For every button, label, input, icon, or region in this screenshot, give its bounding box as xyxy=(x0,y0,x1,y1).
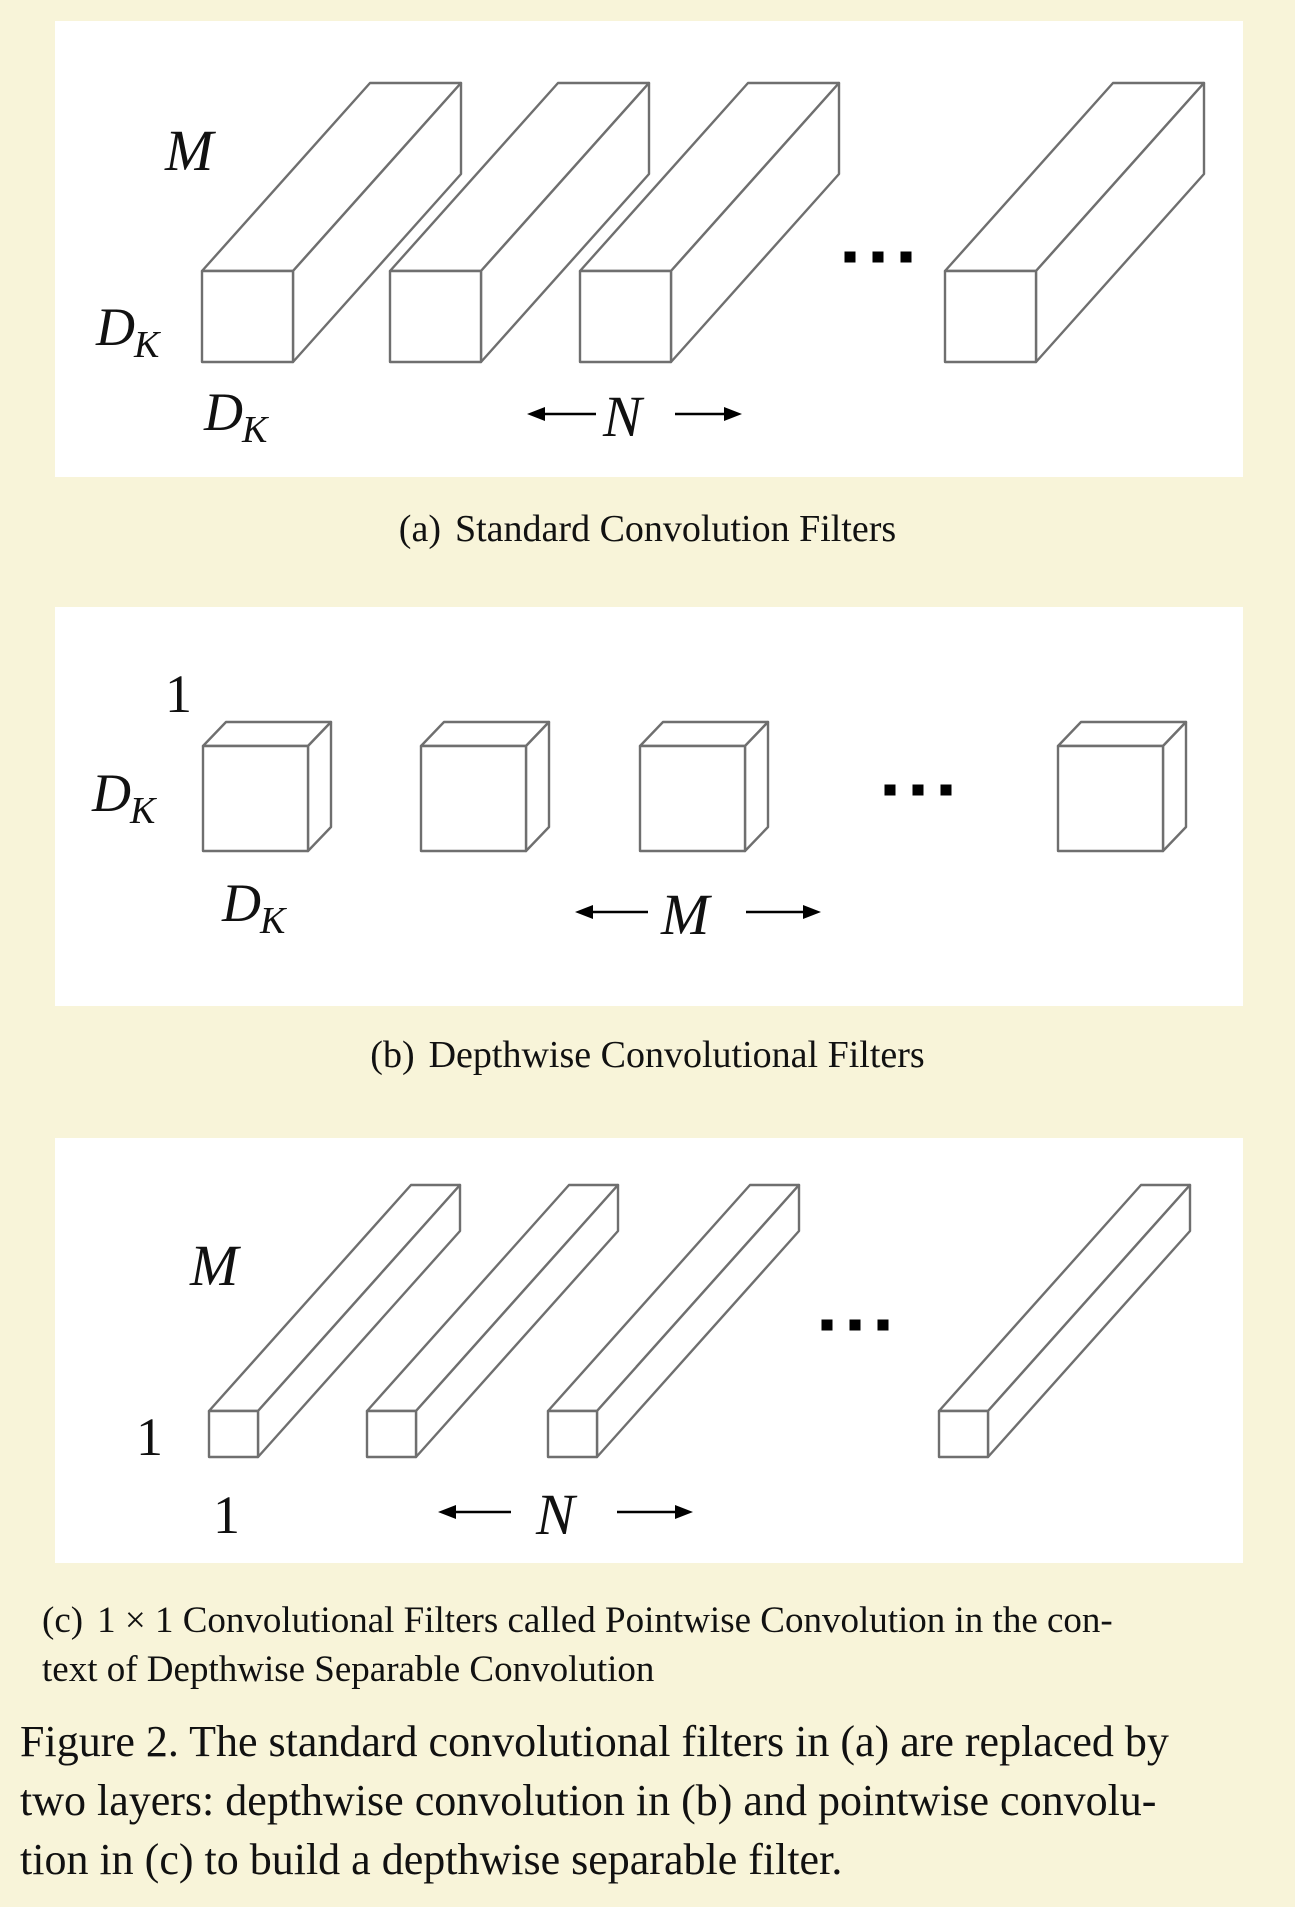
prism-front-face xyxy=(937,1409,990,1459)
panel-a-ellipsis xyxy=(844,251,912,263)
panel-a-filter xyxy=(578,81,841,364)
svg-text:M: M xyxy=(660,882,712,947)
svg-text:D: D xyxy=(91,763,131,823)
panel-b-count-arrow: M xyxy=(575,882,821,947)
subcaption-line: (c)1 × 1 Convolutional Filters called Po… xyxy=(42,1600,1113,1641)
panel-c-filter xyxy=(937,1183,1192,1459)
prism-front-face xyxy=(200,269,295,364)
subcaption-text: Depthwise Convolutional Filters xyxy=(428,1034,925,1076)
ellipsis-dot xyxy=(844,251,856,263)
arrow-right-icon xyxy=(675,1505,693,1519)
svg-text:K: K xyxy=(241,409,269,451)
arrow-right-icon xyxy=(803,905,821,919)
prism-front-face xyxy=(207,1409,260,1459)
subcaption-c: (c)1 × 1 Convolutional Filters called Po… xyxy=(42,1596,1257,1694)
ellipsis-dot xyxy=(940,784,952,796)
prism-side-face xyxy=(743,720,770,853)
figure-caption-line: tion in (c) to build a depthwise separab… xyxy=(20,1835,843,1884)
subcaption-line: text of Depthwise Separable Convolution xyxy=(42,1649,655,1690)
prism-side-face xyxy=(1161,720,1188,853)
svg-text:K: K xyxy=(129,790,157,832)
prism-front-face xyxy=(201,744,310,853)
ellipsis-dot xyxy=(912,784,924,796)
ellipsis-dot xyxy=(872,251,884,263)
svg-text:K: K xyxy=(133,324,161,366)
prism-front-face xyxy=(546,1409,599,1459)
panel-a-filter xyxy=(200,81,463,364)
ellipsis-dot xyxy=(884,784,896,796)
prism-top-face xyxy=(937,1183,1192,1413)
figure-caption: Figure 2. The standard convolutional fil… xyxy=(20,1712,1280,1889)
arrow-left-icon xyxy=(575,905,593,919)
panel-b-depth-label: 1 xyxy=(165,664,192,724)
prism-front-face xyxy=(388,269,483,364)
panel-c-count-arrow: N xyxy=(438,1482,693,1547)
panel-c-filter xyxy=(546,1183,801,1459)
panel-b-filter xyxy=(419,720,551,853)
ellipsis-dot xyxy=(900,251,912,263)
panel-a-depth-label: M xyxy=(164,118,216,183)
panel-b-filter xyxy=(638,720,770,853)
prism-front-face xyxy=(638,744,747,853)
arrow-left-icon xyxy=(438,1505,456,1519)
ellipsis-dot xyxy=(877,1319,889,1331)
panel-a-width-label: D K xyxy=(203,382,269,451)
svg-text:K: K xyxy=(259,900,287,942)
svg-text:N: N xyxy=(602,384,645,449)
subcaption-tag: (b) xyxy=(370,1034,415,1076)
prism-front-face xyxy=(365,1409,418,1459)
svg-text:D: D xyxy=(95,297,135,357)
subcaption-tag: (c) xyxy=(42,1600,84,1641)
panel-a-filter xyxy=(943,81,1206,364)
panel-c-filter xyxy=(365,1183,620,1459)
panel-c-filter xyxy=(207,1183,462,1459)
panel-b-width-label: D K xyxy=(221,873,287,942)
prism-front-face xyxy=(419,744,528,853)
panel-b-filter xyxy=(201,720,333,853)
panel-c-width-label: 1 xyxy=(213,1485,240,1545)
panel-b-ellipsis xyxy=(884,784,952,796)
prism-front-face xyxy=(943,269,1038,364)
panel-b-filter xyxy=(1056,720,1188,853)
subcaption-b: (b) Depthwise Convolutional Filters xyxy=(0,1036,1295,1074)
svg-text:D: D xyxy=(221,873,261,933)
panel-c-ellipsis xyxy=(821,1319,889,1331)
arrow-right-icon xyxy=(724,407,742,421)
panel-a-count-arrow: N xyxy=(527,384,742,449)
ellipsis-dot xyxy=(821,1319,833,1331)
svg-text:D: D xyxy=(203,382,243,442)
figure-caption-line: two layers: depthwise convolution in (b)… xyxy=(20,1776,1157,1825)
panel-a-filter xyxy=(388,81,651,364)
figure-caption-line: Figure 2. The standard convolutional fil… xyxy=(20,1717,1169,1766)
subcaption-tag: (a) xyxy=(398,508,441,550)
panel-c-depth-label: M xyxy=(189,1233,241,1298)
svg-text:N: N xyxy=(535,1482,578,1547)
ellipsis-dot xyxy=(849,1319,861,1331)
prism-side-face xyxy=(524,720,551,853)
prism-front-face xyxy=(1056,744,1165,853)
arrow-left-icon xyxy=(527,407,545,421)
prism-front-face xyxy=(578,269,673,364)
panel-c-height-label: 1 xyxy=(136,1407,163,1467)
panel-a-height-label: D K xyxy=(95,297,161,366)
prism-side-face xyxy=(306,720,333,853)
subcaption-a: (a) Standard Convolution Filters xyxy=(0,510,1295,548)
panel-b-height-label: D K xyxy=(91,763,157,832)
subcaption-text: Standard Convolution Filters xyxy=(454,508,897,550)
